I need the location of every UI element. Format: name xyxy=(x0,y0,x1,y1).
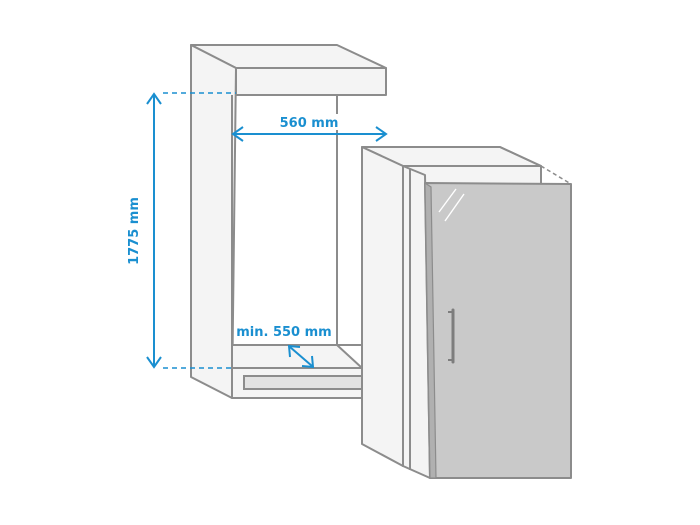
fridge-appliance xyxy=(361,146,572,479)
width-arrow-left xyxy=(231,126,244,142)
niche-left-wall xyxy=(190,44,237,399)
niche-floor xyxy=(231,344,363,369)
width-dimension: 560 mm xyxy=(231,114,388,142)
width-arrow-right xyxy=(375,126,388,142)
top-dashed-edge xyxy=(540,165,572,185)
height-label: 1775 mm xyxy=(127,197,142,265)
depth-arrow-front xyxy=(301,355,315,369)
depth-dimension-line xyxy=(289,346,313,367)
top-back-edge xyxy=(499,146,542,167)
height-dimension: 1775 mm xyxy=(127,92,236,369)
height-arrow-bottom xyxy=(146,356,162,369)
fridge-door xyxy=(424,182,572,479)
cabinet-niche xyxy=(190,44,387,399)
depth-arrow-back xyxy=(287,344,301,358)
plinth-vent xyxy=(243,375,363,390)
niche-top-board xyxy=(235,67,387,96)
fridge-left-side xyxy=(361,146,404,467)
depth-label: min. 550 mm xyxy=(236,325,331,340)
door-side-bevel xyxy=(424,181,437,479)
depth-label-bg xyxy=(234,322,334,340)
height-arrow-top xyxy=(146,92,162,105)
width-label: 560 mm xyxy=(280,116,339,131)
door-glare-2 xyxy=(444,193,465,222)
depth-dimension: min. 550 mm xyxy=(234,322,334,369)
width-label-bg xyxy=(276,114,342,130)
door-glare-1 xyxy=(438,188,457,213)
